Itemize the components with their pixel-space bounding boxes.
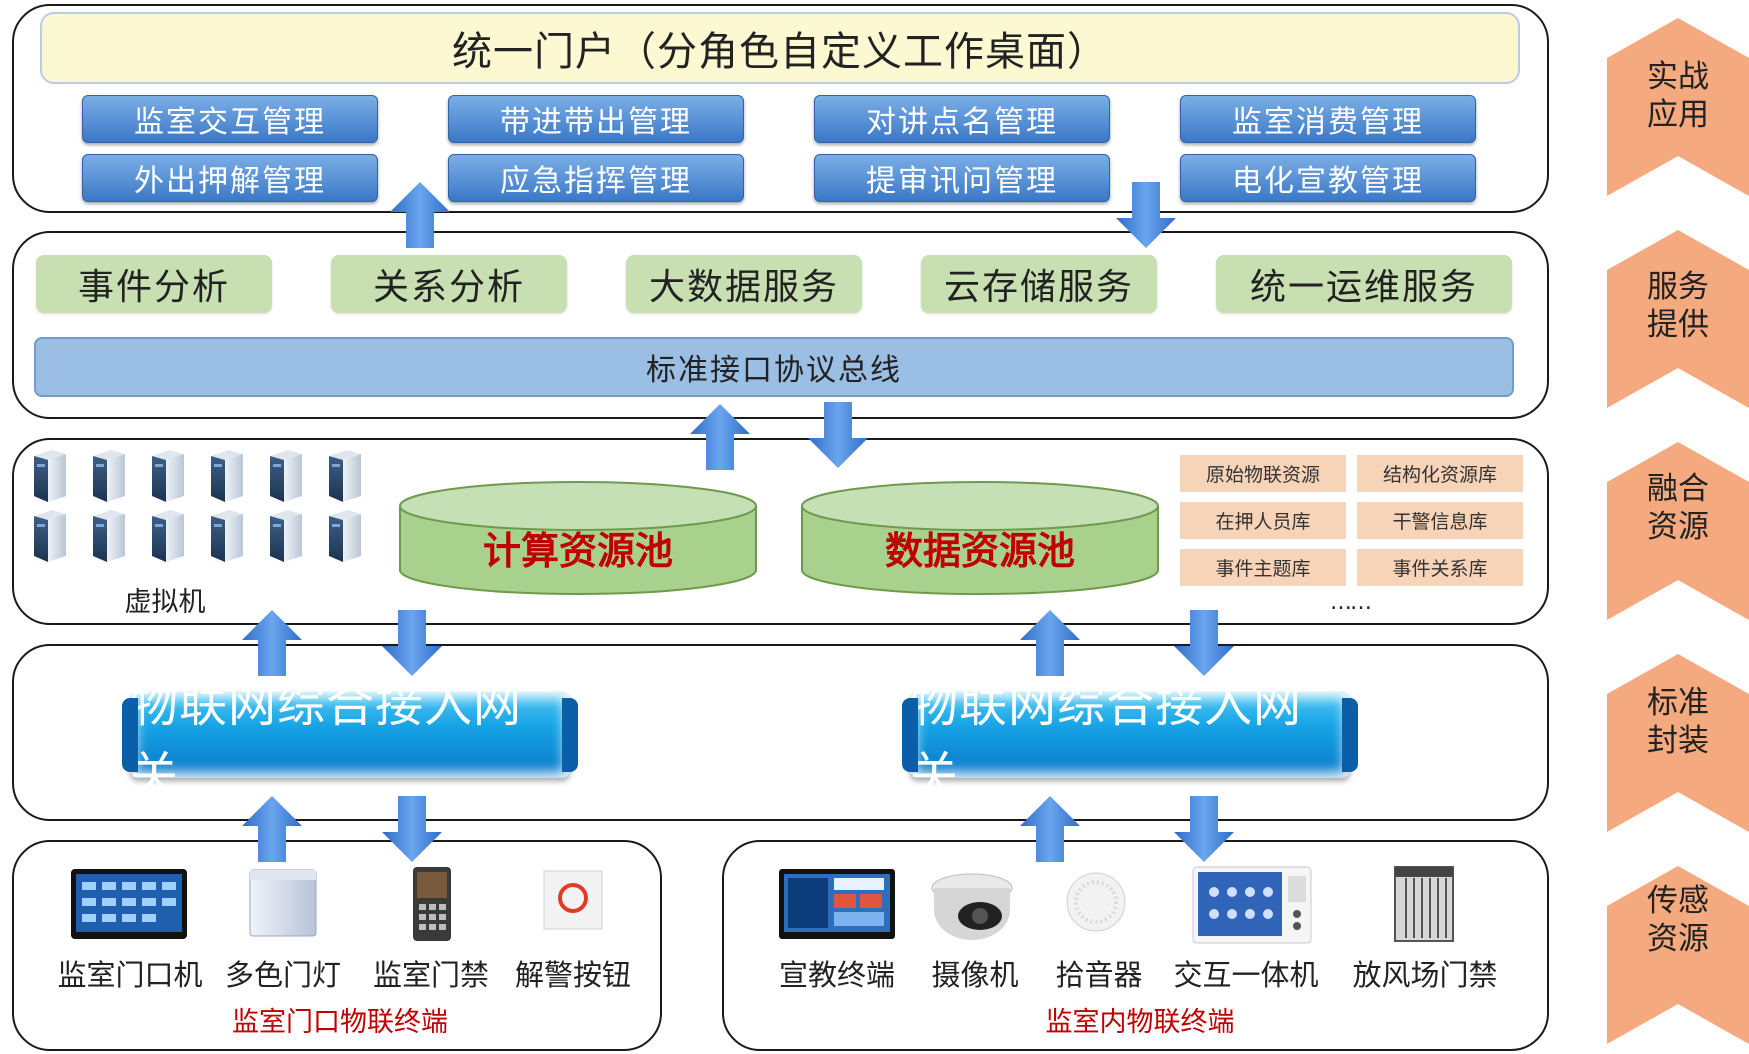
db-structured: 结构化资源库: [1357, 455, 1523, 492]
db-raw-iot: 原始物联资源: [1180, 455, 1346, 492]
arrow-down-icon: [808, 402, 868, 468]
layer-chevron-resource: [1607, 442, 1749, 620]
arrow-up-icon: [242, 796, 302, 862]
layer-label-application: 实战应用: [1647, 59, 1709, 133]
terminal-label-education: 宣教终端: [778, 958, 895, 992]
inside-terminals-group-label: 监室内物联终端: [1045, 1007, 1235, 1038]
db-event-relation: 事件关系库: [1357, 549, 1523, 586]
app-button-interrogation[interactable]: 提审讯问管理: [814, 154, 1110, 202]
yard-access-gate-icon: [1394, 866, 1454, 942]
arrow-down-icon: [1116, 182, 1176, 248]
cell-door-terminal-icon: [71, 869, 187, 939]
compute-pool-cylinder: [399, 481, 757, 595]
terminal-label-interactive: 交互一体机: [1173, 958, 1319, 992]
service-big-data: 大数据服务: [626, 255, 862, 313]
cell-access-control-icon: [413, 867, 451, 941]
terminal-label-pickup: 拾音器: [1055, 958, 1143, 992]
layer-chevron-application: [1607, 18, 1749, 196]
service-unified-ops: 统一运维服务: [1216, 255, 1512, 313]
db-more-ellipsis: ……: [1330, 590, 1372, 615]
virtual-machine-servers: [34, 450, 361, 562]
terminal-label-camera: 摄像机: [931, 958, 1019, 992]
db-event-topic: 事件主题库: [1180, 549, 1346, 586]
terminal-label-door-machine: 监室门口机: [57, 958, 203, 992]
virtual-machine-label: 虚拟机: [124, 587, 206, 618]
microphone-pickup-icon: [1066, 872, 1126, 932]
app-button-intercom[interactable]: 对讲点名管理: [814, 95, 1110, 143]
arrow-down-icon: [382, 796, 442, 862]
arrow-up-icon: [1020, 796, 1080, 862]
education-terminal-icon: [779, 869, 895, 939]
data-pool-cylinder: [801, 481, 1159, 595]
app-button-emergency[interactable]: 应急指挥管理: [448, 154, 744, 202]
service-relation-analysis: 关系分析: [331, 255, 567, 313]
db-officers: 干警信息库: [1357, 502, 1523, 539]
portal-title: 统一门户（分角色自定义工作桌面）: [40, 12, 1520, 84]
layer-label-encapsulation: 标准封装: [1647, 685, 1709, 759]
alarm-release-button-icon: [543, 870, 603, 930]
terminal-label-yard-gate: 放风场门禁: [1352, 958, 1498, 992]
service-cloud-storage: 云存储服务: [921, 255, 1157, 313]
interface-bus: 标准接口协议总线: [34, 337, 1514, 397]
arrow-up-icon: [242, 610, 302, 676]
app-button-escort[interactable]: 外出押解管理: [82, 154, 378, 202]
arrow-down-icon: [1174, 796, 1234, 862]
layer-label-resource: 融合资源: [1647, 471, 1709, 545]
terminal-label-access-control: 监室门禁: [372, 958, 489, 992]
camera-icon: [931, 873, 1013, 940]
app-button-in-out[interactable]: 带进带出管理: [448, 95, 744, 143]
arrow-up-icon: [690, 404, 750, 470]
arrow-up-icon: [1020, 610, 1080, 676]
interactive-terminal-icon: [1192, 866, 1312, 944]
data-pool-label: 数据资源池: [884, 529, 1075, 573]
arrow-up-icon: [390, 182, 450, 248]
db-inmates: 在押人员库: [1180, 502, 1346, 539]
compute-pool-label: 计算资源池: [482, 529, 673, 573]
app-button-consumption[interactable]: 监室消费管理: [1180, 95, 1476, 143]
app-button-cell-interaction[interactable]: 监室交互管理: [82, 95, 378, 143]
layer-chevron-sensing: [1607, 866, 1749, 1044]
terminal-label-door-light: 多色门灯: [224, 958, 341, 992]
arrow-down-icon: [1174, 610, 1234, 676]
multicolor-door-light-icon: [249, 869, 317, 937]
outside-terminals-group-label: 监室门口物联终端: [232, 1007, 448, 1038]
layer-label-sensing: 传感资源: [1647, 883, 1709, 957]
arrow-down-icon: [382, 610, 442, 676]
layer-label-service: 服务提供: [1647, 269, 1709, 343]
layer-chevron-encapsulation: [1607, 654, 1749, 832]
terminal-label-alarm-button: 解警按钮: [514, 958, 631, 992]
layer-chevron-service: [1607, 230, 1749, 408]
service-event-analysis: 事件分析: [36, 255, 272, 313]
app-button-education[interactable]: 电化宣教管理: [1180, 154, 1476, 202]
